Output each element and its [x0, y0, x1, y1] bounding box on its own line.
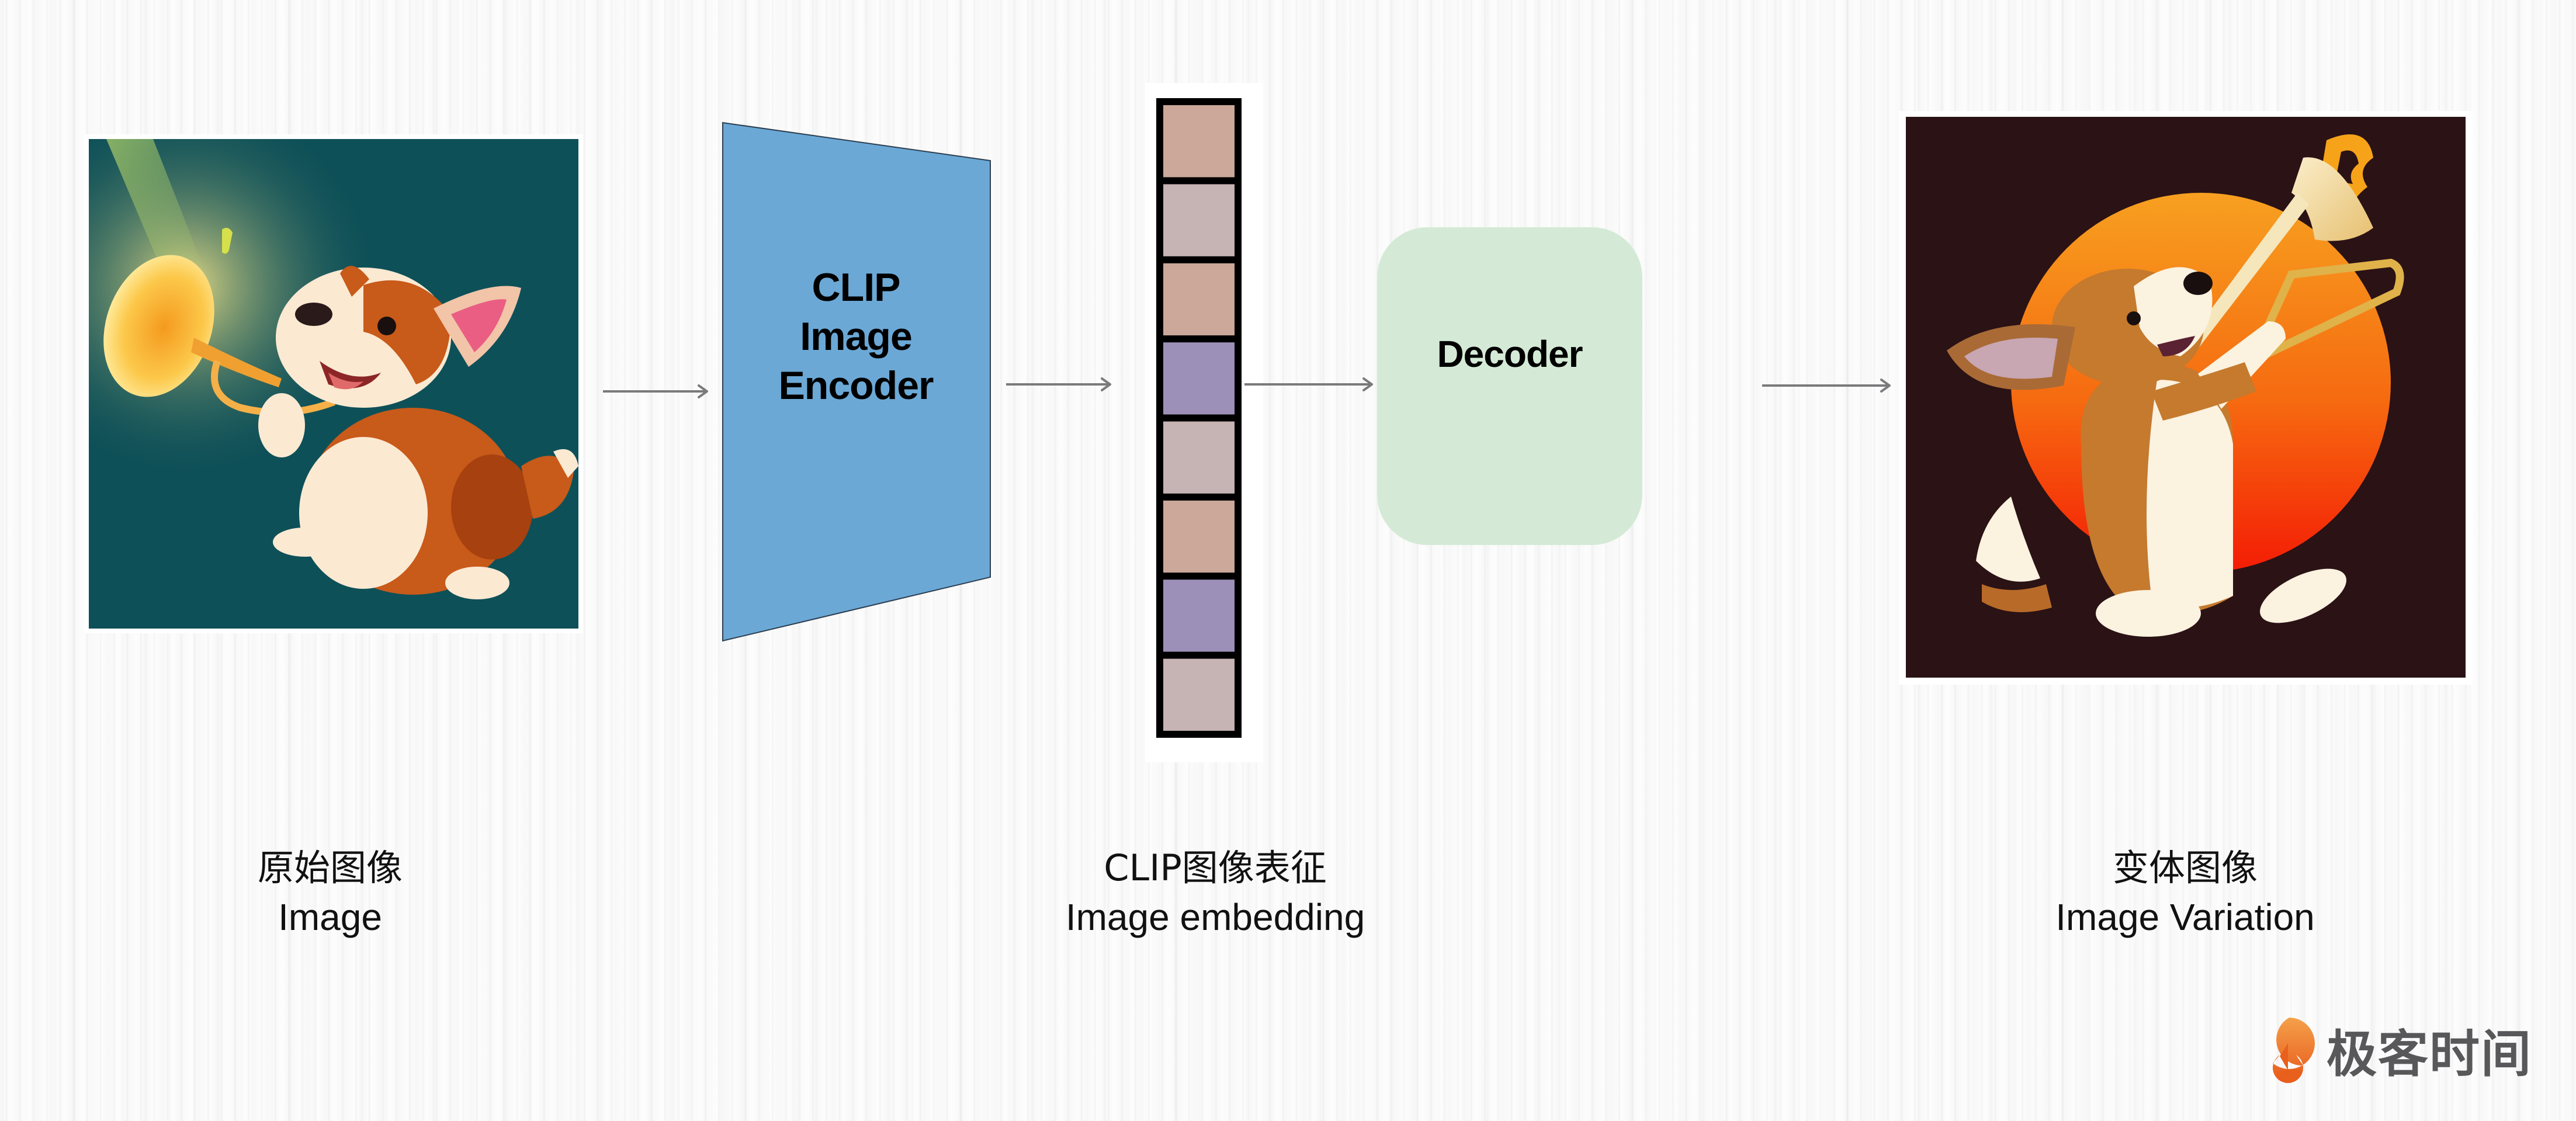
embedding-cell — [1163, 500, 1235, 573]
arrow-embedding-to-decoder — [1244, 377, 1373, 391]
variation-image — [1906, 117, 2466, 678]
trumpet-bell — [103, 255, 214, 397]
corgi-trombone-illustration — [1906, 117, 2466, 678]
caption-variation-en: Image Variation — [2055, 896, 2315, 938]
caption-source-zh: 原始图像 — [257, 846, 403, 889]
embedding-cell — [1163, 658, 1235, 731]
arrow-head-icon — [698, 384, 708, 398]
caption-embedding-zh: CLIP图像表征 — [1104, 846, 1327, 889]
image-embedding-vector — [1156, 98, 1242, 738]
geektime-logo-text: 极客时间 — [2327, 1025, 2532, 1084]
corgi-nose — [2183, 272, 2213, 295]
embedding-cell — [1163, 342, 1235, 415]
corgi-tail — [1976, 497, 2040, 582]
caption-embedding: CLIP图像表征 Image embedding — [1028, 844, 1402, 942]
embedding-cell — [1163, 184, 1235, 256]
music-note — [222, 227, 233, 254]
embedding-cell — [1163, 105, 1235, 178]
caption-source-image: 原始图像 Image — [193, 844, 467, 942]
clip-image-encoder — [722, 122, 991, 642]
encoder-label-line-2: Image — [800, 314, 913, 359]
trumpet-tube — [191, 338, 282, 387]
arrow-head-icon — [1880, 379, 1891, 393]
encoder-label-line-1: CLIP — [812, 265, 901, 310]
encoder-label-line-3: Encoder — [778, 363, 934, 408]
trombone-bell — [2291, 157, 2373, 241]
corgi-trumpet-illustration — [89, 139, 578, 629]
decoder-label: Decoder — [1437, 333, 1583, 375]
arrow-head-icon — [1362, 377, 1373, 391]
embedding-cell — [1163, 263, 1235, 336]
arrow-image-to-encoder — [603, 384, 708, 398]
light-beam — [106, 139, 206, 291]
caption-embedding-en: Image embedding — [1065, 896, 1365, 938]
corgi-nose — [295, 303, 332, 326]
corgi-eye — [377, 317, 396, 335]
decoder-box: Decoder — [1377, 227, 1642, 545]
caption-source-en: Image — [278, 896, 382, 938]
embedding-cell — [1163, 421, 1235, 494]
caption-variation-image: 变体图像 Image Variation — [2010, 844, 2360, 942]
encoder-trapezoid — [722, 122, 991, 642]
source-image — [89, 139, 578, 629]
arrow-decoder-to-variation — [1762, 379, 1891, 393]
arrow-encoder-to-embedding — [1006, 377, 1111, 391]
corgi-eye — [2127, 311, 2141, 325]
embedding-cell — [1163, 579, 1235, 652]
caption-variation-zh: 变体图像 — [2112, 846, 2258, 889]
geektime-logo-icon — [2273, 1018, 2315, 1083]
arrow-head-icon — [1101, 377, 1111, 391]
geektime-logo: 极客时间 — [2260, 1014, 2532, 1084]
